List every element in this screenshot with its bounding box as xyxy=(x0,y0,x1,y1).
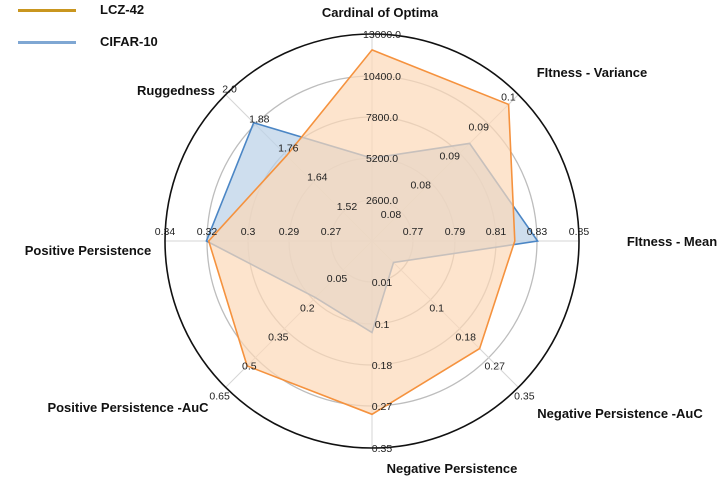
tick-label-axis8-5: 2.0 xyxy=(222,84,237,96)
tick-label-axis4-1: 0.1 xyxy=(429,303,444,315)
tick-label-axis1-4: 10400.0 xyxy=(363,71,401,83)
legend-label-cifar-10: CIFAR-10 xyxy=(100,34,158,49)
axis-label-1: Cardinal of Optima xyxy=(322,5,439,20)
tick-label-axis6-5: 0.65 xyxy=(209,390,230,402)
axis-label-8: Ruggedness xyxy=(137,83,215,98)
tick-label-axis3-5: 0.85 xyxy=(569,226,590,238)
tick-label-axis7-5: 0.34 xyxy=(155,226,176,238)
axis-label-6: Positive Persistence -AuC xyxy=(47,400,209,415)
tick-label-axis1-1: 2600.0 xyxy=(366,195,398,207)
outer-ring xyxy=(164,33,580,449)
tick-label-axis1-3: 7800.0 xyxy=(366,112,398,124)
legend-label-lcz-42: LCZ-42 xyxy=(100,2,145,17)
tick-label-axis5-1: 0.01 xyxy=(372,277,393,289)
legend-line-cifar-10 xyxy=(18,41,76,44)
tick-label-axis4-4: 0.35 xyxy=(514,390,535,402)
tick-label-axis7-3: 0.3 xyxy=(241,226,256,238)
tick-label-axis2-4: 0.09 xyxy=(468,121,489,133)
tick-label-axis8-1: 1.52 xyxy=(337,201,358,213)
tick-label-axis2-2: 0.08 xyxy=(410,179,431,191)
tick-label-axis7-1: 0.27 xyxy=(321,226,342,238)
tick-label-axis4-3: 0.27 xyxy=(484,361,505,373)
tick-label-axis3-4: 0.83 xyxy=(527,226,548,238)
tick-label-axis7-4: 0.32 xyxy=(197,226,218,238)
axis-label-5: Negative Persistence xyxy=(387,461,518,476)
tick-label-axis6-1: 0.05 xyxy=(327,273,348,285)
tick-label-axis2-3: 0.09 xyxy=(439,150,460,162)
axis-label-4: Negative Persistence -AuC xyxy=(537,406,703,421)
tick-label-axis2-1: 0.08 xyxy=(381,209,402,221)
tick-label-axis1-5: 13000.0 xyxy=(363,29,401,41)
tick-label-axis6-2: 0.2 xyxy=(300,303,315,315)
tick-label-axis3-2: 0.79 xyxy=(445,226,466,238)
tick-label-axis3-3: 0.81 xyxy=(486,226,507,238)
tick-label-axis5-4: 0.27 xyxy=(372,401,393,413)
tick-label-axis8-4: 1.88 xyxy=(249,113,270,125)
tick-label-axis5-2: 0.1 xyxy=(375,319,390,331)
axis-label-7: Positive Persistence xyxy=(25,243,151,258)
axis-label-3: FItness - Mean xyxy=(627,234,717,249)
tick-label-axis5-3: 0.18 xyxy=(372,360,393,372)
tick-label-axis6-3: 0.35 xyxy=(268,332,289,344)
legend-line-lcz-42 xyxy=(18,9,76,12)
tick-label-axis5-5: 0.35 xyxy=(372,443,393,455)
tick-label-axis6-4: 0.5 xyxy=(242,361,257,373)
tick-label-axis1-2: 5200.0 xyxy=(366,153,398,165)
tick-label-axis7-2: 0.29 xyxy=(279,226,300,238)
tick-label-axis3-1: 0.77 xyxy=(403,226,424,238)
tick-label-axis2-5: 0.1 xyxy=(501,92,516,104)
tick-label-axis8-2: 1.64 xyxy=(307,171,328,183)
series-area-lcz-42 xyxy=(207,48,516,416)
axis-label-2: FItness - Variance xyxy=(537,65,648,80)
tick-label-axis4-2: 0.18 xyxy=(455,332,476,344)
tick-label-axis8-3: 1.76 xyxy=(278,142,299,154)
